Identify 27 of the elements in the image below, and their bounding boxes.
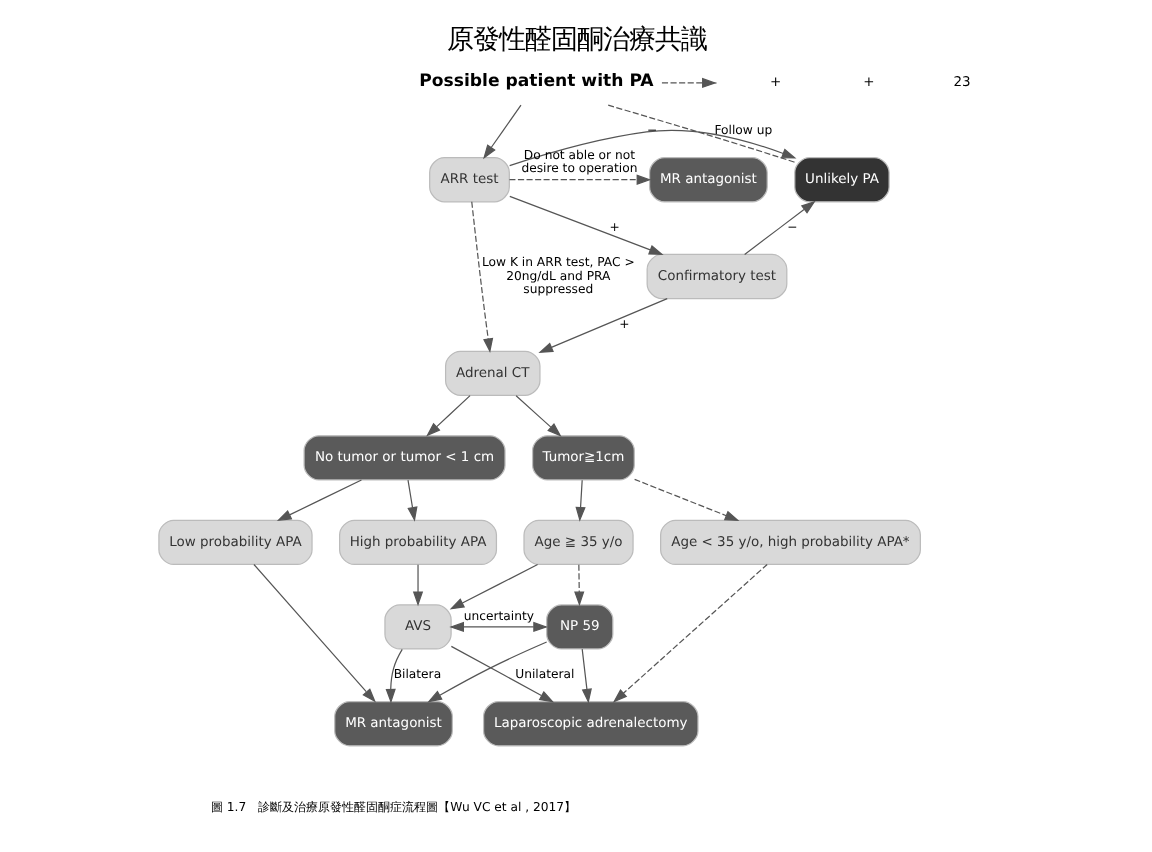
- arrow: [508, 129, 796, 167]
- arrow: [411, 564, 423, 607]
- arrow: [580, 648, 591, 704]
- diagram-title: 原發性醛固酮治療共識: [446, 24, 706, 57]
- arrow: [449, 645, 554, 703]
- arrow: [611, 563, 767, 703]
- node-text: Possible patient with PA: [418, 72, 653, 93]
- arrow: [537, 298, 667, 353]
- arrow: [275, 479, 362, 522]
- arrow: [633, 478, 739, 521]
- connector: [606, 104, 795, 163]
- arrow: [426, 641, 547, 703]
- arrow: [514, 395, 561, 437]
- arrow: [507, 174, 651, 185]
- arrow: [743, 200, 815, 256]
- arrow: [482, 104, 521, 160]
- arrow: [384, 648, 402, 704]
- arrow: [573, 564, 584, 607]
- arrow: [425, 395, 470, 437]
- arrow: [574, 479, 585, 522]
- arrow: [448, 621, 547, 633]
- arrow: [406, 479, 417, 522]
- arrow: [470, 201, 493, 354]
- arrow: [508, 195, 663, 255]
- arrow: [448, 563, 538, 610]
- arrow: [660, 77, 716, 89]
- arrow: [252, 563, 375, 703]
